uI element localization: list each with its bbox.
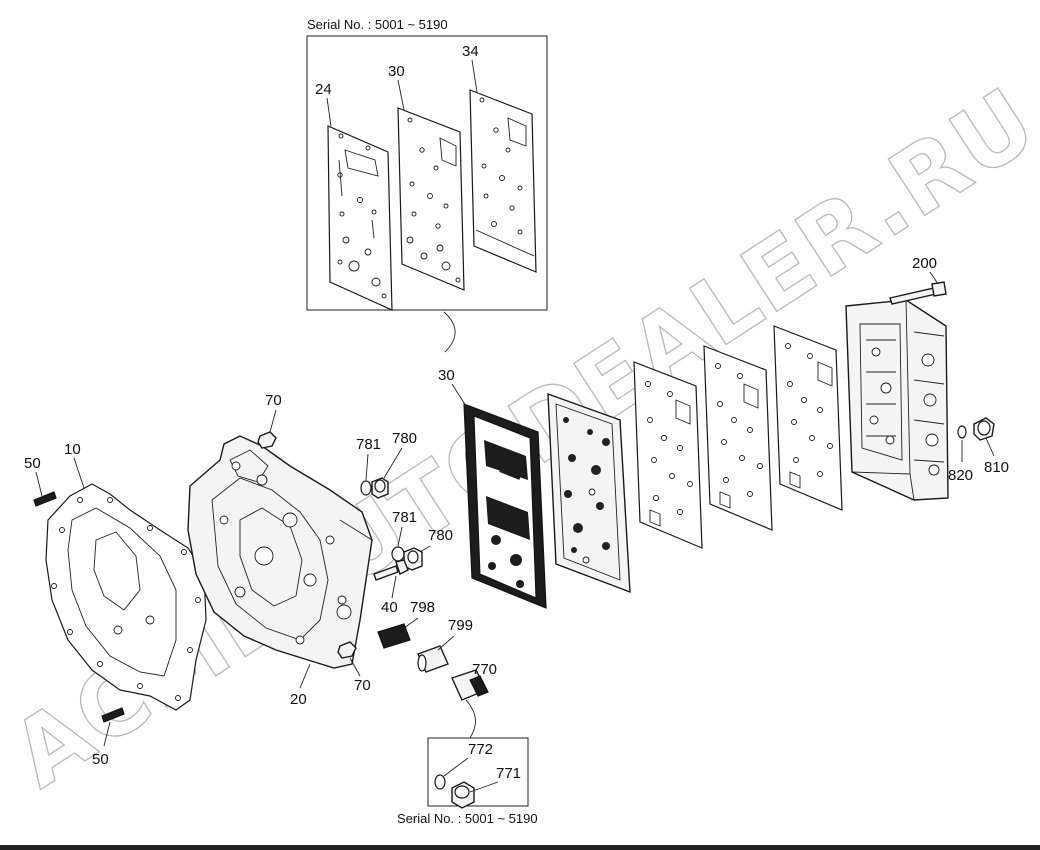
leader-781-lower <box>397 526 403 547</box>
label-799: 799 <box>448 617 473 634</box>
part-20-housing <box>187 435 373 669</box>
part-10-gasket <box>45 483 207 711</box>
leader-34 <box>471 59 478 93</box>
label-780-lower: 780 <box>428 527 453 544</box>
part-50-stud-lower <box>101 707 125 723</box>
part-780-plug-lower <box>403 547 423 571</box>
label-781-upper: 781 <box>356 436 381 453</box>
inset-bottom: 772 771 Serial No. : 5001 ~ 5190 <box>397 699 538 826</box>
part-781-oring-lower <box>391 546 405 562</box>
leader-10 <box>73 457 85 489</box>
gasket-24 <box>327 125 393 311</box>
part-771-plug <box>451 781 475 809</box>
leader-810 <box>985 437 995 457</box>
label-20: 20 <box>290 691 307 708</box>
leader-70-lower <box>349 657 361 677</box>
leader-780-upper <box>383 447 403 479</box>
leader-771 <box>469 781 499 793</box>
leader-40 <box>391 575 397 599</box>
leader-781-upper <box>365 453 369 481</box>
leader-30-inset <box>397 79 405 111</box>
bottom-border <box>0 845 1040 850</box>
leader-50-lower <box>103 721 111 747</box>
label-30-main: 30 <box>438 367 455 384</box>
leader-30-main <box>451 383 467 407</box>
label-771: 771 <box>496 765 521 782</box>
label-34: 34 <box>462 43 479 60</box>
leader-780-lower <box>419 545 431 553</box>
label-70-lower: 70 <box>354 677 371 694</box>
part-70-nut-lower <box>337 641 357 659</box>
part-780-plug-upper <box>371 477 389 499</box>
inset-bottom-pointer <box>465 699 476 739</box>
part-810-plug <box>973 417 995 441</box>
leader-799 <box>437 635 455 651</box>
part-40-bolt <box>373 559 409 581</box>
label-781-lower: 781 <box>392 509 417 526</box>
label-770: 770 <box>472 661 497 678</box>
part-50-stud-upper <box>33 491 57 507</box>
valve-plate <box>547 392 631 594</box>
inset-top: Serial No. : 5001 ~ 5190 24 <box>306 17 548 353</box>
label-30-inset: 30 <box>388 63 405 80</box>
separator-plate-3 <box>773 325 843 511</box>
label-772: 772 <box>468 741 493 758</box>
part-200-bolt <box>889 281 947 305</box>
part-772-oring <box>434 774 446 790</box>
label-798: 798 <box>410 599 435 616</box>
valve-block <box>845 299 949 501</box>
leader-70-upper <box>269 409 277 433</box>
part-820-washer <box>957 425 967 439</box>
label-820: 820 <box>948 467 973 484</box>
leader-798 <box>403 617 419 629</box>
leader-770 <box>471 677 479 683</box>
label-70-upper: 70 <box>265 392 282 409</box>
separator-plate-2 <box>703 345 773 531</box>
leader-50-upper <box>35 471 43 497</box>
label-810: 810 <box>984 459 1009 476</box>
label-50-lower: 50 <box>92 751 109 768</box>
part-770-plug <box>451 669 489 701</box>
inset-top-serial: Serial No. : 5001 ~ 5190 <box>307 17 448 32</box>
part-781-oring-upper <box>360 480 372 496</box>
inset-top-pointer <box>443 311 456 353</box>
label-10: 10 <box>64 441 81 458</box>
leader-24 <box>326 97 332 127</box>
label-200: 200 <box>912 255 937 272</box>
part-70-nut-upper <box>257 431 277 449</box>
leader-200 <box>929 271 939 285</box>
part-798-spring <box>377 623 411 649</box>
inset-bottom-serial: Serial No. : 5001 ~ 5190 <box>397 811 538 826</box>
leader-772 <box>443 757 469 777</box>
inset-bottom-frame <box>427 737 529 807</box>
gasket-34 <box>469 89 537 273</box>
leader-20 <box>299 663 311 689</box>
label-50-upper: 50 <box>24 455 41 472</box>
label-40: 40 <box>381 599 398 616</box>
label-780-upper: 780 <box>392 430 417 447</box>
separator-plate-1 <box>633 361 703 549</box>
gasket-30 <box>397 107 465 291</box>
inset-top-frame <box>306 35 548 311</box>
label-24: 24 <box>315 81 332 98</box>
part-30-gasket-main <box>463 403 547 609</box>
part-799-piston <box>417 645 449 673</box>
